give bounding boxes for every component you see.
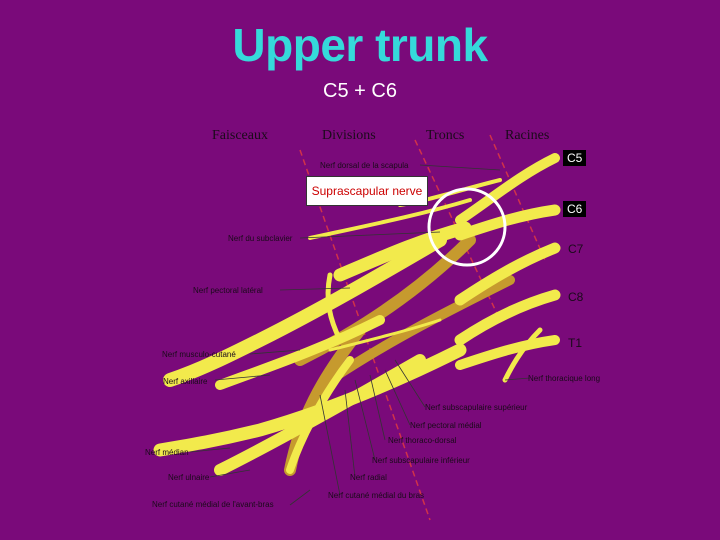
header-faisceaux: Faisceaux — [212, 128, 268, 143]
nerve-label: Nerf pectoral médial — [410, 421, 482, 430]
header-divisions: Divisions — [322, 128, 376, 143]
root-label-t1: T1 — [568, 336, 583, 350]
pointer-line — [189, 447, 231, 453]
pointer-line — [354, 379, 376, 461]
pointer-line — [214, 374, 271, 381]
radial-branch — [286, 356, 354, 474]
pointer-line — [419, 164, 501, 171]
root-label-c7: C7 — [568, 242, 584, 256]
nerve-label: Nerf axillaire — [163, 377, 208, 386]
divider-line — [299, 149, 431, 521]
nerve-label: Nerf dorsal de la scapula — [320, 161, 409, 170]
nerve-label: Nerf thoracique long — [528, 374, 600, 383]
slide-title: Upper trunk — [232, 19, 488, 71]
pointer-line — [209, 469, 251, 478]
header-racines: Racines — [505, 128, 549, 143]
pointer-line — [319, 394, 341, 496]
axillary-branch — [215, 315, 385, 390]
root-c8 — [454, 289, 561, 346]
nerve-label: Nerf musculo-cutané — [162, 350, 236, 359]
nerve-label: Nerf ulnaire — [168, 473, 210, 482]
highlight-circle — [427, 187, 507, 267]
root-t1 — [455, 335, 560, 370]
nerve-label: Nerf du subclavier — [228, 234, 293, 243]
lateral-cord — [163, 233, 447, 387]
slide-subtitle: C5 + C6 — [323, 80, 397, 102]
pointer-line — [299, 231, 441, 239]
nerve-branch — [308, 198, 472, 240]
pointer-line — [384, 369, 411, 426]
root-c5 — [455, 153, 560, 225]
root-label-c8: C8 — [568, 290, 584, 304]
nerve-label: Nerf cutané médial de l'avant-bras — [152, 500, 274, 509]
pointer-line — [249, 349, 301, 355]
pointer-line — [504, 377, 531, 381]
nerve-label: Nerf cutané médial du bras — [328, 491, 424, 500]
pointer-line — [394, 359, 426, 408]
nerve-branch — [502, 327, 543, 383]
divider-line — [489, 134, 546, 261]
nerve-label: Nerf thoraco-dorsal — [388, 436, 457, 445]
nerve-branch — [325, 272, 343, 343]
nerve-label: Nerf subscapulaire inférieur — [372, 456, 470, 465]
nerve-label: Nerf radial — [350, 473, 387, 482]
header-troncs: Troncs — [426, 128, 464, 143]
root-c7 — [454, 242, 561, 306]
nerve-label: Nerf subscapulaire supérieur — [425, 403, 528, 412]
pointer-line — [344, 389, 356, 478]
root-label-c5: C5 — [563, 150, 587, 166]
suprascapular-nerve-label: Suprascapular nerve — [306, 176, 428, 206]
pointer-line — [289, 489, 311, 506]
nerve-label: Nerf médian — [145, 448, 189, 457]
root-label-c6: C6 — [563, 201, 587, 217]
medial-cord — [153, 343, 467, 457]
nerve-branch — [328, 318, 442, 352]
nerve-label: Nerf pectoral latéral — [193, 286, 263, 295]
upper-trunk — [333, 221, 472, 282]
pointer-line — [369, 374, 386, 441]
pointer-line — [279, 287, 351, 291]
